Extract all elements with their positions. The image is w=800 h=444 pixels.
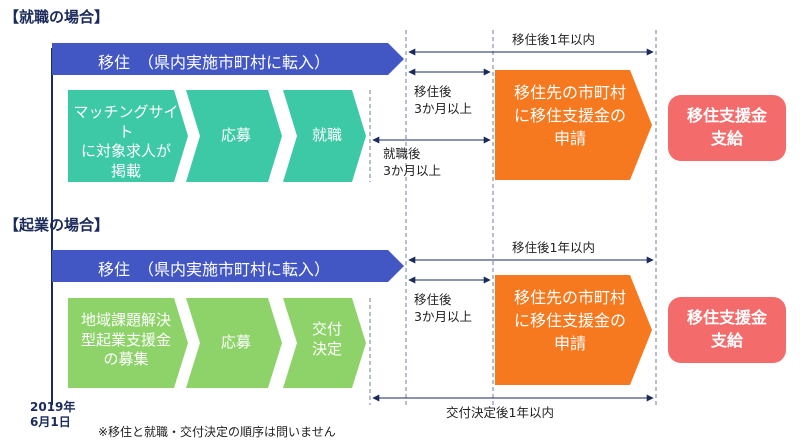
employment-section-title: 【就職の場合】 xyxy=(4,8,110,26)
business-step-3-shape xyxy=(283,298,366,388)
employment-apply-shape xyxy=(495,70,652,180)
employment-step-2-shape xyxy=(186,90,282,182)
business-step-2: 応募 xyxy=(220,333,251,351)
employment-payment-box xyxy=(668,95,786,161)
business-step-1-shape xyxy=(68,298,188,388)
employment-after-move-label: 移住後 3か月以上 xyxy=(414,84,472,116)
business-apply-shape xyxy=(495,275,652,385)
business-within-year-label: 移住後1年以内 xyxy=(512,240,595,255)
order-note: ※移住と就職・交付決定の順序は問いません xyxy=(98,425,336,439)
employment-within-year-label: 移住後1年以内 xyxy=(512,32,595,47)
employment-step-1: マッチングサイト に対象求人が 掲載 xyxy=(73,103,179,180)
employment-move-label: 移住 （県内実施市町村に転入） xyxy=(98,53,331,72)
business-after-move-label: 移住後 3か月以上 xyxy=(414,292,472,324)
business-move-label: 移住 （県内実施市町村に転入） xyxy=(98,260,331,279)
business-move-arrow xyxy=(52,250,404,282)
business-section-title: 【起業の場合】 xyxy=(4,216,110,234)
business-step-2-shape xyxy=(186,298,282,388)
employment-move-arrow xyxy=(52,43,404,75)
employment-step-3: 就職 xyxy=(311,126,342,144)
employment-step-3-shape xyxy=(283,90,366,182)
business-payment-label: 移住支援金 支給 xyxy=(686,308,767,351)
business-payment-box xyxy=(668,297,786,363)
employment-payment-label: 移住支援金 支給 xyxy=(686,106,767,149)
business-apply-label: 移住先の市町村 に移住支援金の 申請 xyxy=(513,288,626,354)
business-after-grant-label: 交付決定後1年以内 xyxy=(446,405,554,420)
start-date-label: 2019年 6月1日 xyxy=(30,400,76,429)
employment-after-job-label: 就職後 3か月以上 xyxy=(383,146,441,178)
employment-step-1-shape xyxy=(68,90,188,182)
business-step-3: 交付 決定 xyxy=(311,320,342,358)
employment-step-2: 応募 xyxy=(220,126,251,144)
employment-apply-label: 移住先の市町村 に移住支援金の 申請 xyxy=(513,83,626,149)
business-step-1: 地域課題解決 型起業支援金 の募集 xyxy=(80,311,171,368)
